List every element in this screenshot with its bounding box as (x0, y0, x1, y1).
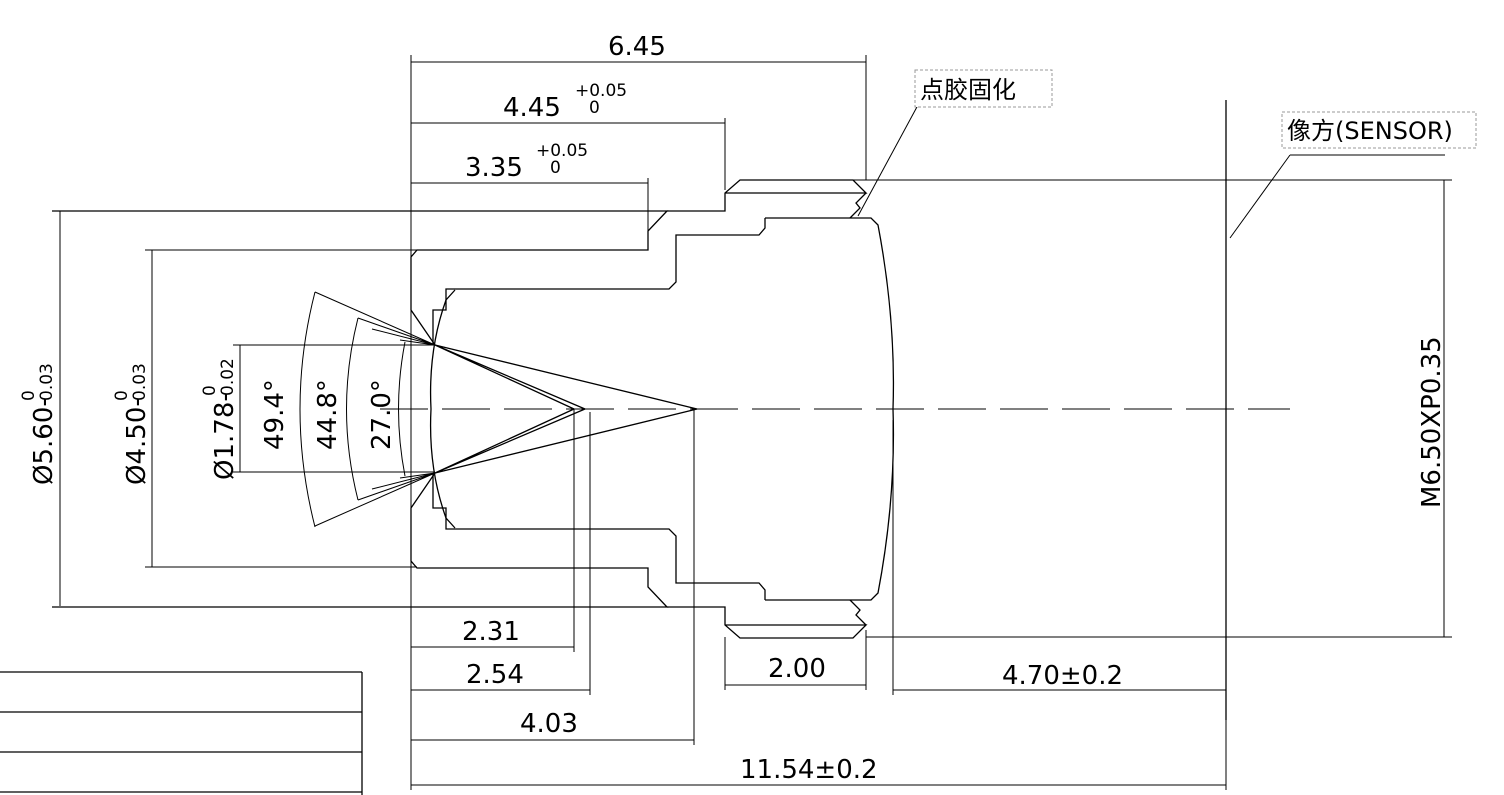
glue-label: 点胶固化 (920, 76, 1016, 104)
tol-upper: 0 (200, 385, 220, 396)
dim-diameter-4-50: Ø4.50- 0 0.03 (112, 363, 152, 485)
sensor-leader (1229, 154, 1291, 239)
dim-diameter-5-60: Ø5.60- 0 0.03 (19, 363, 59, 485)
dim-3-35: 3.35 (465, 153, 523, 183)
dim-2-00: 2.00 (768, 654, 826, 684)
tol-upper: 0 (19, 390, 39, 401)
dimension-lines (59, 61, 1445, 786)
dim-4-45: 4.45 (503, 93, 561, 123)
sensor-label: 像方(SENSOR) (1287, 117, 1453, 145)
tol-lower: 0 (589, 98, 600, 118)
tol-upper: 0 (112, 390, 132, 401)
angle-44-8: 44.8° (313, 379, 343, 450)
dim-text: Ø4.50- (122, 397, 152, 485)
angle-49-4: 49.4° (260, 379, 290, 450)
extension-lines (145, 55, 1452, 790)
dim-2-54: 2.54 (466, 660, 524, 690)
dim-diameter-1-78: Ø1.78- 0 0.02 (200, 358, 240, 480)
tol-lower: 0.03 (37, 363, 57, 401)
dim-6-45: 6.45 (608, 32, 666, 62)
angle-27-0: 27.0° (367, 379, 397, 450)
dim-text: Ø1.78- (210, 392, 240, 480)
dim-11-54: 11.54±0.2 (740, 755, 878, 785)
dim-4-70: 4.70±0.2 (1002, 661, 1123, 691)
glue-leader (857, 104, 919, 217)
tol-upper: +0.05 (575, 81, 627, 101)
tol-lower: 0.03 (130, 363, 150, 401)
tol-lower: 0.02 (218, 358, 238, 396)
title-block (0, 671, 363, 795)
tol-upper: +0.05 (536, 141, 588, 161)
glue-label-box (914, 69, 1053, 108)
tol-lower: 0 (550, 158, 561, 178)
dim-2-31: 2.31 (462, 617, 520, 647)
dim-text: Ø5.60- (29, 397, 59, 485)
thread-spec: M6.50XP0.35 (1417, 336, 1447, 508)
dim-4-03: 4.03 (520, 709, 578, 739)
sensor-label-box (1281, 111, 1477, 149)
